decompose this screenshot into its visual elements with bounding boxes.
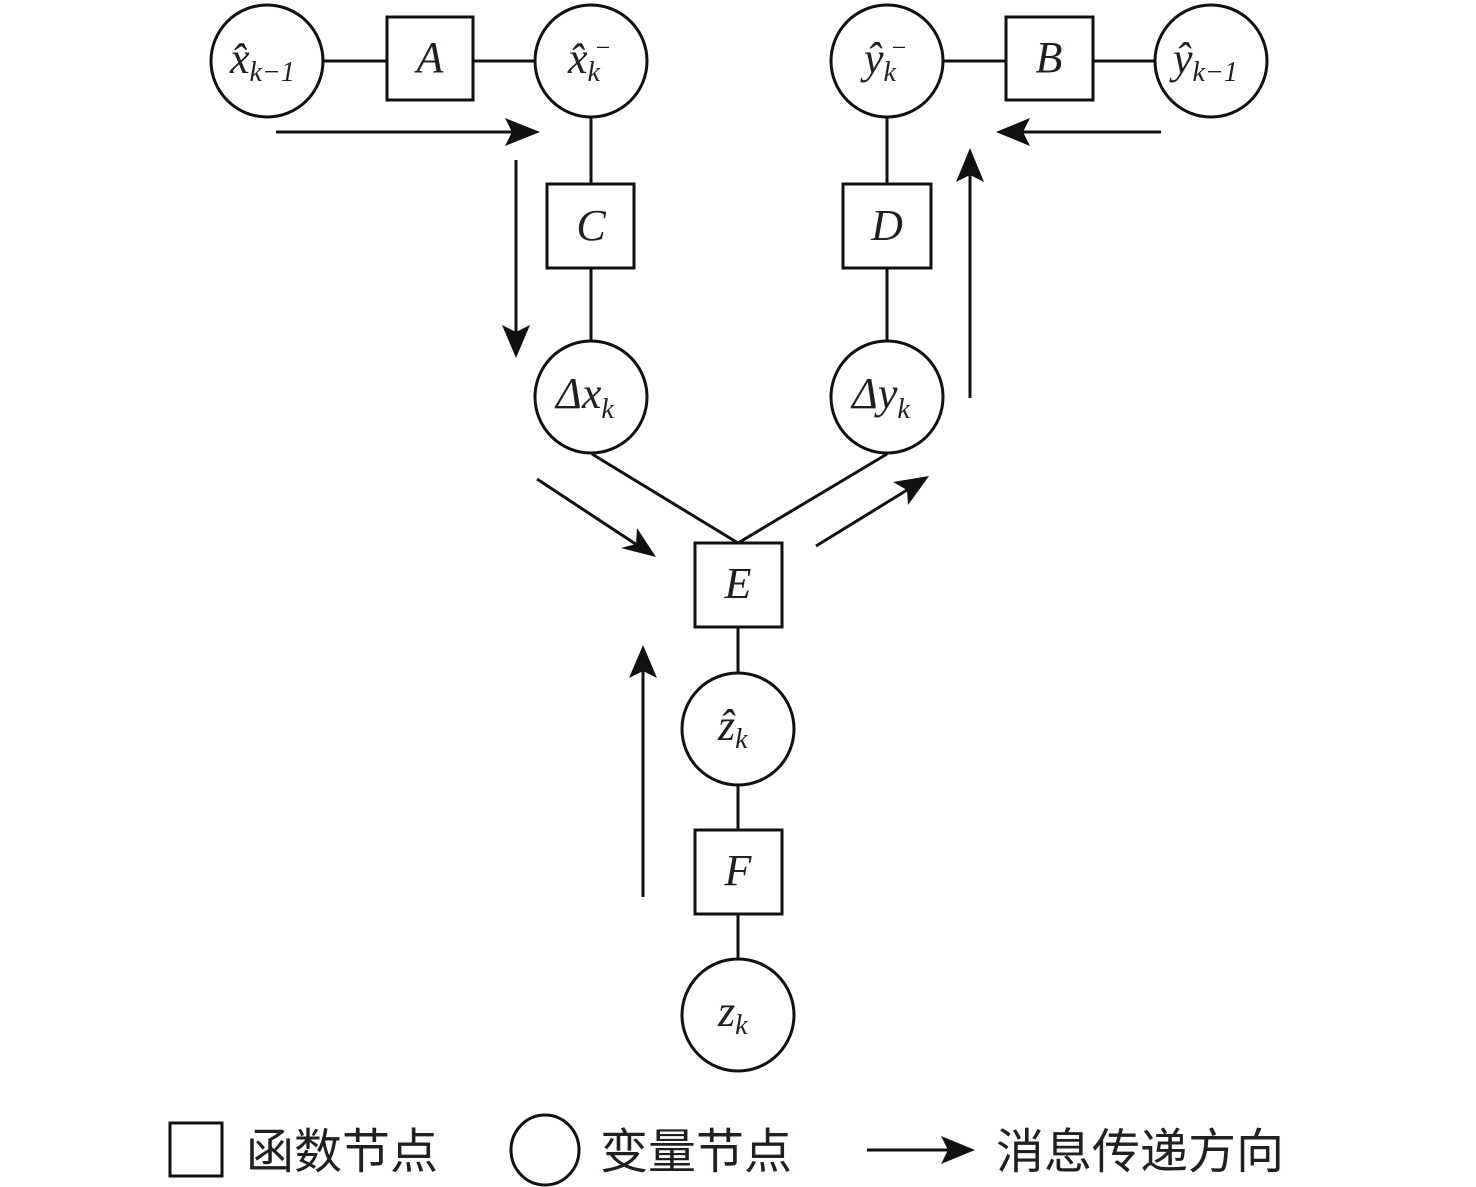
variable-node-circle [209, 3, 325, 119]
svg-text:x̂k−1: x̂k−1 [229, 34, 295, 88]
function-node-box [1004, 15, 1095, 102]
variable-node-circle [533, 339, 649, 455]
legend-message-direction-label: 消息传递方向 [996, 1124, 1284, 1180]
function-node-box [385, 15, 475, 102]
node-x-hat-k-prior: x̂k − [533, 3, 649, 119]
function-node-box [693, 541, 784, 629]
function-node-box [545, 182, 636, 270]
node-label: z [717, 987, 735, 1036]
node-label: C [576, 201, 606, 250]
arrow-down-left [502, 160, 530, 358]
node-label: B [1036, 33, 1063, 82]
node-label: E [724, 559, 752, 608]
message-arrows [276, 118, 1161, 897]
node-C: C [545, 182, 636, 270]
node-y-hat-k-prior: ŷk − [829, 3, 945, 119]
node-subscript: k−1 [1193, 57, 1238, 88]
node-label: Δx [554, 369, 602, 418]
variable-node-circle [533, 3, 649, 119]
circle-icon [509, 1113, 581, 1187]
node-label: x̂ [567, 34, 588, 83]
square-icon [168, 1121, 224, 1178]
node-label: F [724, 846, 753, 895]
node-label: ŷ [1169, 34, 1193, 83]
node-B: B [1004, 15, 1095, 102]
legend-variable-node-label: 变量节点 [600, 1124, 792, 1180]
node-subscript: k [601, 394, 614, 425]
svg-text:x̂k: x̂k [567, 34, 601, 88]
node-label: D [870, 201, 903, 250]
node-label: ẑ [717, 701, 736, 750]
function-node-box [693, 828, 784, 916]
legend-function-node-label: 函数节点 [246, 1124, 438, 1180]
legend-variable-node: 变量节点 [509, 1113, 792, 1187]
node-A: A [385, 15, 475, 102]
arrow-diag-from-E [815, 476, 929, 548]
node-y-hat-k-minus-1: ŷk−1 [1153, 3, 1269, 119]
node-subscript: k [735, 1010, 748, 1041]
node-z-hat-k: ẑk [680, 671, 796, 787]
arrow-left-top-right [996, 118, 1161, 146]
node-label: x̂ [229, 34, 250, 83]
variable-node-circle [680, 957, 796, 1073]
arrow-up-right [956, 148, 984, 398]
arrow-diag-to-E [536, 477, 656, 557]
variable-node-circle [829, 339, 945, 455]
svg-text:Δyk: Δyk [850, 369, 910, 425]
node-x-hat-k-minus-1: x̂k−1 [209, 3, 325, 119]
node-label: ŷ [860, 34, 884, 83]
node-F: F [693, 828, 784, 916]
node-E: E [693, 541, 784, 629]
node-label: A [414, 33, 445, 82]
node-z-k: zk [680, 957, 796, 1073]
node-delta-x-k: Δxk [533, 339, 649, 455]
node-subscript: k [735, 724, 748, 755]
arrow-up-to-E [629, 645, 657, 897]
arrow-right-top-left [276, 118, 540, 146]
svg-text:ŷk: ŷk [860, 34, 897, 88]
legend: 函数节点 变量节点 消息传递方向 [168, 1113, 1284, 1187]
node-subscript: k [897, 394, 910, 425]
node-D: D [841, 182, 933, 270]
node-label: Δy [850, 369, 898, 418]
variable-node-circle [829, 3, 945, 119]
variable-node-circle [1153, 3, 1269, 119]
legend-function-node: 函数节点 [168, 1121, 438, 1180]
node-subscript: k [884, 57, 897, 88]
svg-text:ŷk−1: ŷk−1 [1169, 34, 1238, 88]
variable-node-circle [680, 671, 796, 787]
svg-text:Δxk: Δxk [554, 369, 614, 425]
function-node-box [841, 182, 933, 270]
node-subscript: k [588, 57, 601, 88]
edge-dyk-E [737, 452, 888, 545]
edges [323, 59, 1155, 958]
svg-text:zk: zk [717, 987, 748, 1041]
node-subscript: k−1 [250, 57, 295, 88]
edge-dxk-E [591, 452, 739, 545]
node-superscript: − [890, 33, 908, 62]
arrow-right-icon [867, 1136, 975, 1164]
legend-message-direction: 消息传递方向 [867, 1124, 1284, 1180]
node-superscript: − [594, 33, 612, 62]
node-delta-y-k: Δyk [829, 339, 945, 455]
svg-text:ẑk: ẑk [717, 701, 748, 755]
